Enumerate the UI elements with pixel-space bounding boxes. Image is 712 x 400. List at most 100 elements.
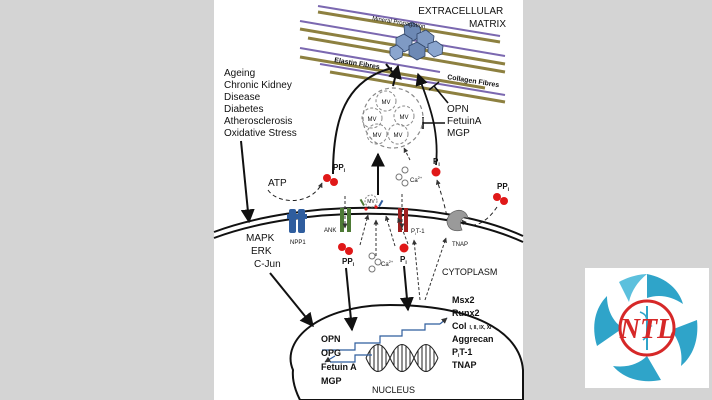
inhibitor: OPN: [447, 104, 469, 115]
risk-to-signaling-arrow: [240, 140, 255, 224]
signaling-to-nucleus-arrow: [269, 272, 314, 328]
ppi-text: PP: [342, 257, 353, 266]
pi-subscript: i: [405, 260, 407, 266]
ppi-text: PP: [333, 163, 344, 172]
pit1-label: PiT-1: [411, 229, 425, 236]
gene-brackets: [322, 323, 440, 363]
cytoplasm-label: CYTOPLASM: [442, 267, 497, 277]
logo-snake: [639, 311, 653, 341]
ppi-label: PPi: [342, 257, 355, 268]
gene-right: P: [452, 347, 458, 357]
ppi-inhibition-bar: [385, 63, 395, 75]
risk-factor: Disease: [224, 92, 261, 103]
gene-right: TNAP: [452, 360, 477, 370]
tnap-label: TNAP: [452, 242, 468, 248]
inhibitor: MGP: [447, 128, 470, 139]
inhibitors-list: OPN FetuinA MGP: [447, 104, 484, 139]
ca-text: Ca: [381, 262, 389, 268]
ppi-subscript: i: [353, 262, 355, 268]
ecm-label-line1: EXTRACELLULAR: [418, 6, 503, 17]
ppi-label: PPi: [333, 163, 346, 174]
transcription-up-arrow: [439, 317, 448, 325]
budding-mv: MV: [359, 194, 384, 211]
genes-right-list: Msx2 Runx2: [452, 295, 480, 318]
pi-subscript: i: [438, 162, 440, 168]
risk-factor: Ageing: [224, 68, 255, 79]
pit1-subscript: i: [415, 231, 416, 236]
ppi-subscript: i: [508, 187, 510, 193]
gene-right: Runx2: [452, 308, 480, 318]
ppi-molecule-extracellular: PPi: [323, 163, 346, 186]
inhibitor: FetuinA: [447, 116, 482, 127]
risk-factor: Diabetes: [224, 104, 263, 115]
col-types: I, II, IX, XI: [470, 325, 493, 331]
atp-to-ppi-arrow: [267, 182, 323, 201]
pit1-gene-subscript: i: [458, 353, 460, 359]
ppi-inhibits-mineral-line: [332, 67, 393, 175]
dna-helix: [365, 344, 439, 372]
logo-blades: [594, 274, 698, 382]
cell-membrane-outer: [213, 206, 524, 237]
pi-label: Pi: [400, 255, 407, 266]
ank-transporter: [340, 208, 351, 232]
signaling-item: C-Jun: [254, 259, 281, 270]
nucleus-envelope: [289, 303, 524, 400]
ppi-text: PP: [497, 182, 508, 191]
atp-label: ATP: [268, 178, 287, 189]
ntl-logo-graphic: NTL: [594, 274, 698, 382]
nucleus-label: NUCLEUS: [372, 385, 415, 395]
pi-to-nucleus-arrow: [399, 265, 414, 312]
ppi-to-nucleus-arrow: [343, 267, 358, 332]
calcium-label: Ca2+: [381, 259, 394, 268]
calcium-extracellular: [395, 166, 409, 187]
pi-label: Pi: [433, 157, 440, 168]
npp1-label: NPP1: [290, 240, 306, 246]
pit1-transporter: [398, 208, 408, 232]
ca-superscript: 2+: [418, 175, 423, 180]
tnap-enzyme: [446, 209, 469, 232]
mv-label: MV: [394, 133, 403, 139]
gene-left: OPG: [321, 348, 341, 358]
mv-to-matrix-arrow: [388, 64, 402, 87]
gene-left: OPN: [321, 334, 341, 344]
gene-right: Col: [452, 321, 467, 331]
pit1-tail: T-1: [416, 229, 425, 235]
calcium-to-mv-arrow: [403, 147, 411, 161]
ank-label: ANK: [324, 228, 336, 234]
transport-arrows: [342, 194, 447, 301]
ppi-molecule-intracellular: PPi: [338, 243, 355, 268]
risk-factors-list: Ageing Chronic Kidney Disease Diabetes A…: [224, 68, 297, 139]
ca-text: Ca: [410, 178, 418, 184]
mv-label: MV: [373, 133, 382, 139]
signaling-item: ERK: [251, 246, 272, 257]
gene-left: MGP: [321, 376, 342, 386]
pit1-gene-tail: T-1: [459, 347, 472, 357]
mineral-propagation-label: Mineral Propagation: [372, 16, 426, 30]
pi-molecule-extracellular: Pi: [431, 157, 441, 177]
ppi-label: PPi: [497, 182, 510, 193]
npp1-protein: [287, 209, 307, 233]
pi-molecule-intracellular: Pi: [399, 243, 409, 266]
ca-superscript: 2+: [389, 259, 394, 264]
elastin-fibres-label: Elastin Fibres: [334, 57, 381, 71]
signaling-item: MAPK: [246, 233, 275, 244]
pi-text: P: [400, 255, 406, 264]
matrix-vesicle-cluster: MV MV MV MV MV: [361, 87, 424, 149]
calcium-label: Ca2+: [410, 175, 423, 184]
gene-pit1: PiT-1: [452, 347, 472, 359]
risk-factor: Oxidative Stress: [224, 128, 297, 139]
risk-factor: Chronic Kidney: [224, 80, 292, 91]
tnap-to-pi-arrow: [435, 179, 449, 223]
ecm-label-line2: MATRIX: [469, 19, 506, 30]
ppi-molecule-right: PPi: [493, 182, 510, 205]
ntl-logo: NTL: [585, 268, 709, 388]
gene-right: Aggrecan: [452, 334, 494, 344]
risk-factor: Atherosclerosis: [224, 116, 292, 127]
mv-label: MV: [400, 115, 409, 121]
mineral-crystal-cluster: [389, 21, 444, 61]
ppi-subscript: i: [344, 168, 346, 174]
pi-text: P: [433, 157, 439, 166]
